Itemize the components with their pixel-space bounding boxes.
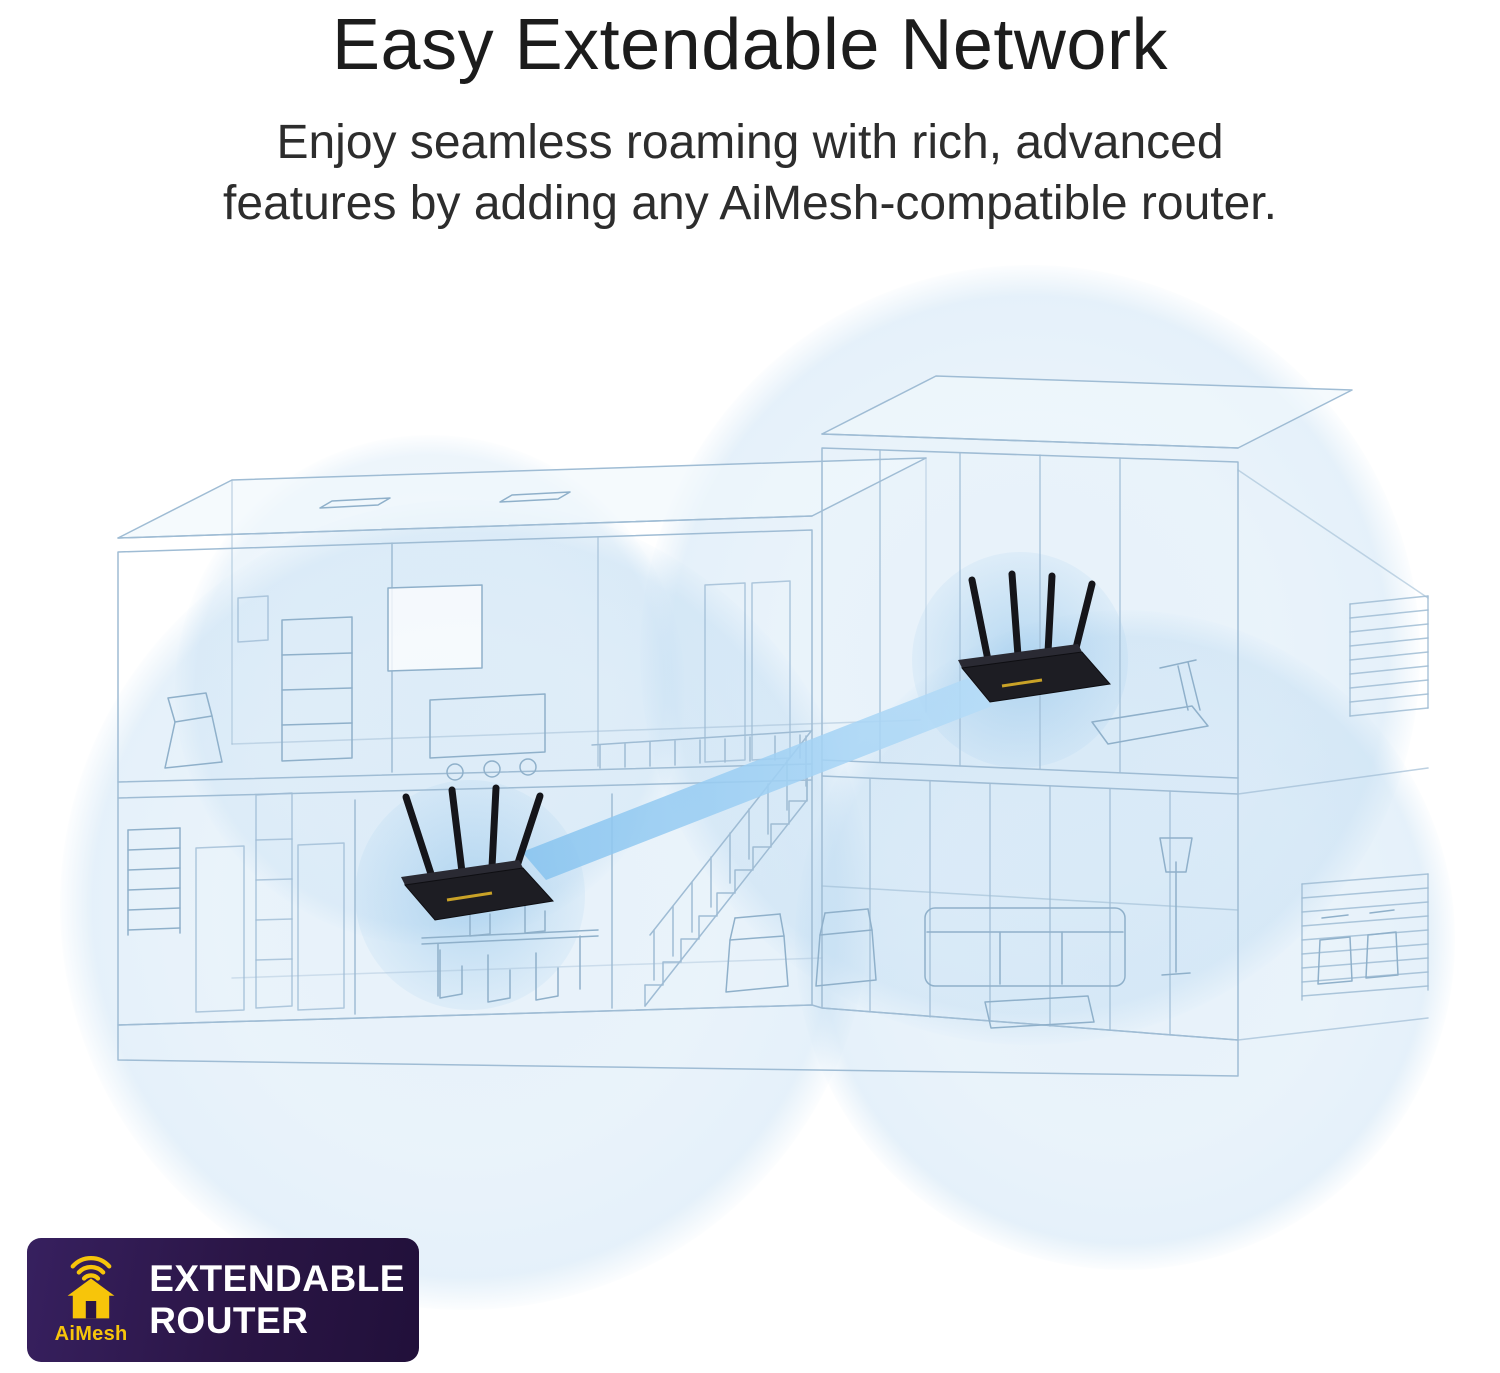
house-shell bbox=[117, 375, 1429, 1077]
badge-line-2: ROUTER bbox=[149, 1300, 309, 1341]
badge-icon-column: AiMesh bbox=[43, 1255, 139, 1346]
coverage-circle-mid bbox=[175, 435, 685, 945]
badge-text-column: EXTENDABLE ROUTER bbox=[139, 1258, 405, 1342]
subtitle-line-1: Enjoy seamless roaming with rich, advanc… bbox=[276, 116, 1224, 169]
house-wireframe bbox=[117, 375, 1429, 1077]
aimesh-house-wifi-icon bbox=[67, 1255, 115, 1318]
aimesh-label: AiMesh bbox=[54, 1322, 128, 1345]
balcony-railings bbox=[1301, 595, 1429, 1001]
window-mullions bbox=[195, 449, 1239, 1036]
subtitle-line-2: features by adding any AiMesh-compatible… bbox=[223, 177, 1277, 231]
extendable-router-badge: AiMesh EXTENDABLE ROUTER bbox=[27, 1238, 419, 1362]
page-title: Easy Extendable Network bbox=[332, 5, 1168, 85]
router-primary-lower bbox=[401, 784, 554, 921]
router-node-upper bbox=[958, 570, 1111, 703]
wireless-backhaul-beam bbox=[522, 678, 992, 880]
badge-line-1: EXTENDABLE bbox=[149, 1257, 405, 1299]
heading-block: Easy Extendable Network Enjoy seamless r… bbox=[0, 0, 1500, 235]
page-subtitle: Enjoy seamless roaming with rich, advanc… bbox=[0, 112, 1500, 235]
furniture-sketch bbox=[127, 491, 1399, 1029]
wifi-coverage-circles bbox=[60, 265, 1455, 1310]
